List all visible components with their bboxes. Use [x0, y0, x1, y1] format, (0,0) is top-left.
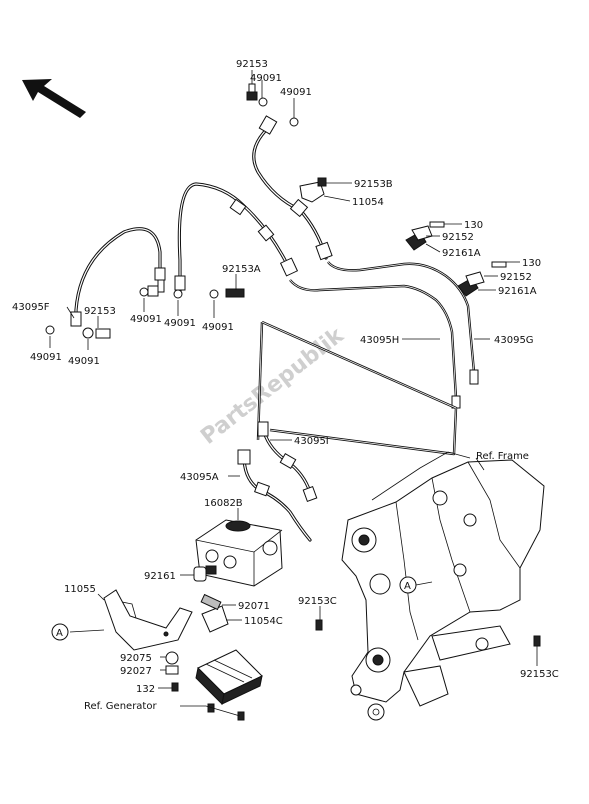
- svg-text:A: A: [404, 581, 411, 592]
- label-43095f: 43095F: [12, 302, 50, 313]
- label-92071: 92071: [238, 601, 270, 612]
- label-49091-m2: 49091: [164, 318, 196, 329]
- label-92153c-right: 92153C: [520, 669, 559, 680]
- abs-unit-16082b: [195, 519, 283, 587]
- label-49091-top2: 49091: [280, 87, 312, 98]
- label-92152-b: 92152: [500, 272, 532, 283]
- label-43095i: 43095I: [294, 436, 329, 447]
- stay-11054c: [201, 605, 229, 633]
- fitting-cluster-left: [45, 325, 111, 339]
- bolt-92153c-right: [533, 635, 541, 647]
- hose-43095a: [237, 449, 312, 542]
- fitting-cluster-middle: [139, 285, 245, 299]
- hose-43095f: [70, 227, 166, 327]
- label-49091-l2: 49091: [68, 356, 100, 367]
- label-130-b: 130: [522, 258, 541, 269]
- collar-92071: [200, 593, 222, 611]
- label-92161: 92161: [144, 571, 176, 582]
- leader-lines: [49, 70, 538, 717]
- label-11054c: 11054C: [244, 616, 283, 627]
- pipe-long-loop: [256, 320, 458, 456]
- label-132: 132: [136, 684, 155, 695]
- bolt-92153c-left: [315, 619, 323, 631]
- label-92152-a: 92152: [442, 232, 474, 243]
- label-92153-left: 92153: [84, 306, 116, 317]
- regulator-unit: [195, 649, 263, 706]
- bolt-132: [171, 682, 179, 692]
- spacer-92027: [165, 665, 179, 675]
- label-92153b: 92153B: [354, 179, 393, 190]
- label-92075: 92075: [120, 653, 152, 664]
- label-11054: 11054: [352, 197, 384, 208]
- label-92027: 92027: [120, 666, 152, 677]
- label-130-a: 130: [464, 220, 483, 231]
- pipe-43095h: [289, 279, 461, 409]
- label-49091-l1: 49091: [30, 352, 62, 363]
- washer-49091-top1: [258, 97, 268, 107]
- clamp-92161a-bottom: [457, 261, 507, 297]
- pipe-43095g: [327, 261, 479, 385]
- hose-top-branch: [252, 115, 333, 261]
- label-ref-frame: Ref. Frame: [476, 451, 529, 462]
- washer-49091-top2: [289, 117, 299, 127]
- arrow-up-left-icon: [22, 79, 86, 118]
- label-43095h: 43095H: [360, 335, 399, 346]
- bracket-11055: [103, 589, 193, 651]
- label-43095a: 43095A: [180, 472, 219, 483]
- grommet-92075: [165, 651, 179, 665]
- svg-text:A: A: [56, 628, 63, 639]
- label-92161a-a: 92161A: [442, 248, 481, 259]
- label-43095g: 43095G: [494, 335, 534, 346]
- label-92153c-left: 92153C: [298, 596, 337, 607]
- label-16082b: 16082B: [204, 498, 243, 509]
- hose-43095i: [257, 421, 318, 502]
- label-92153a: 92153A: [222, 264, 261, 275]
- bolt-92153-top: [246, 83, 258, 101]
- label-ref-generator: Ref. Generator: [84, 701, 157, 712]
- label-92153-top: 92153: [236, 59, 268, 70]
- label-49091-m3: 49091: [202, 322, 234, 333]
- label-92161a-b: 92161A: [498, 286, 537, 297]
- circle-a-icon-frame: A: [399, 576, 417, 594]
- bushing-92161: [193, 566, 207, 582]
- circle-a-icon: A: [51, 623, 69, 641]
- bracket-11054: [299, 177, 327, 203]
- label-49091-top1: 49091: [250, 73, 282, 84]
- label-49091-m1: 49091: [130, 314, 162, 325]
- label-11055: 11055: [64, 584, 96, 595]
- frame-assembly: [341, 451, 545, 721]
- clamp-92161a-top: [405, 221, 445, 251]
